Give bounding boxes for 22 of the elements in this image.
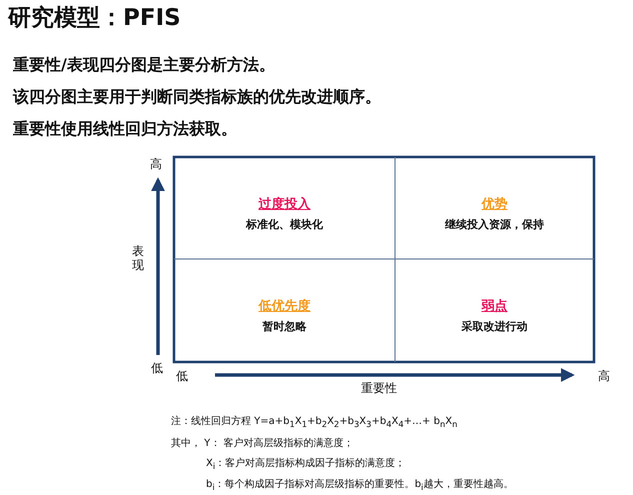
quadrant-note: 采取改进行动: [462, 319, 528, 334]
axis-label: 高: [150, 156, 162, 173]
quadrant-note: 暂时忽略: [262, 319, 306, 334]
note-text: 注：线性回归方程 Y=a+b$_{1}$X$_{1}$+b$_{2}$X$_{2}$+b$_{3}$X$_{3}$+b$_{4}$X$_{4}$+…+ b$_{n}$X$_{n}$: [171, 414, 458, 429]
intro-text: 重要性/表现四分图是主要分析方法。: [13, 55, 275, 76]
axis-label: 高: [598, 368, 610, 385]
intro-text: 该四分图主要用于判断同类指标族的优先改进顺序。: [13, 87, 381, 108]
note-text: X$_{i}$：客户对高层指标构成因子指标的满意度；: [206, 456, 406, 471]
axis-title: 表现: [132, 244, 145, 272]
quadrant-heading: 弱点: [482, 298, 508, 315]
intro-text: 重要性使用线性回归方法获取。: [13, 119, 237, 140]
title: 研究模型：PFIS: [8, 4, 181, 33]
quadrant-heading: 优势: [482, 196, 508, 213]
quadrant-heading: 低优先度: [258, 298, 310, 315]
quadrant-heading: 过度投入: [258, 196, 310, 213]
note-text: b$_{i}$：每个构成因子指标对高层级指标的重要性。b$_{i}$越大，重要性越高。: [206, 478, 514, 492]
axis-title: 重要性: [361, 380, 397, 397]
quadrant-note: 继续投入资源，保持: [445, 217, 544, 232]
note-text: 其中， Y： 客户对高层级指标的满意度；: [171, 436, 354, 450]
quadrant-note: 标准化、模块化: [246, 217, 323, 232]
axis-label: 低: [176, 368, 188, 385]
axis-label: 低: [151, 360, 163, 377]
